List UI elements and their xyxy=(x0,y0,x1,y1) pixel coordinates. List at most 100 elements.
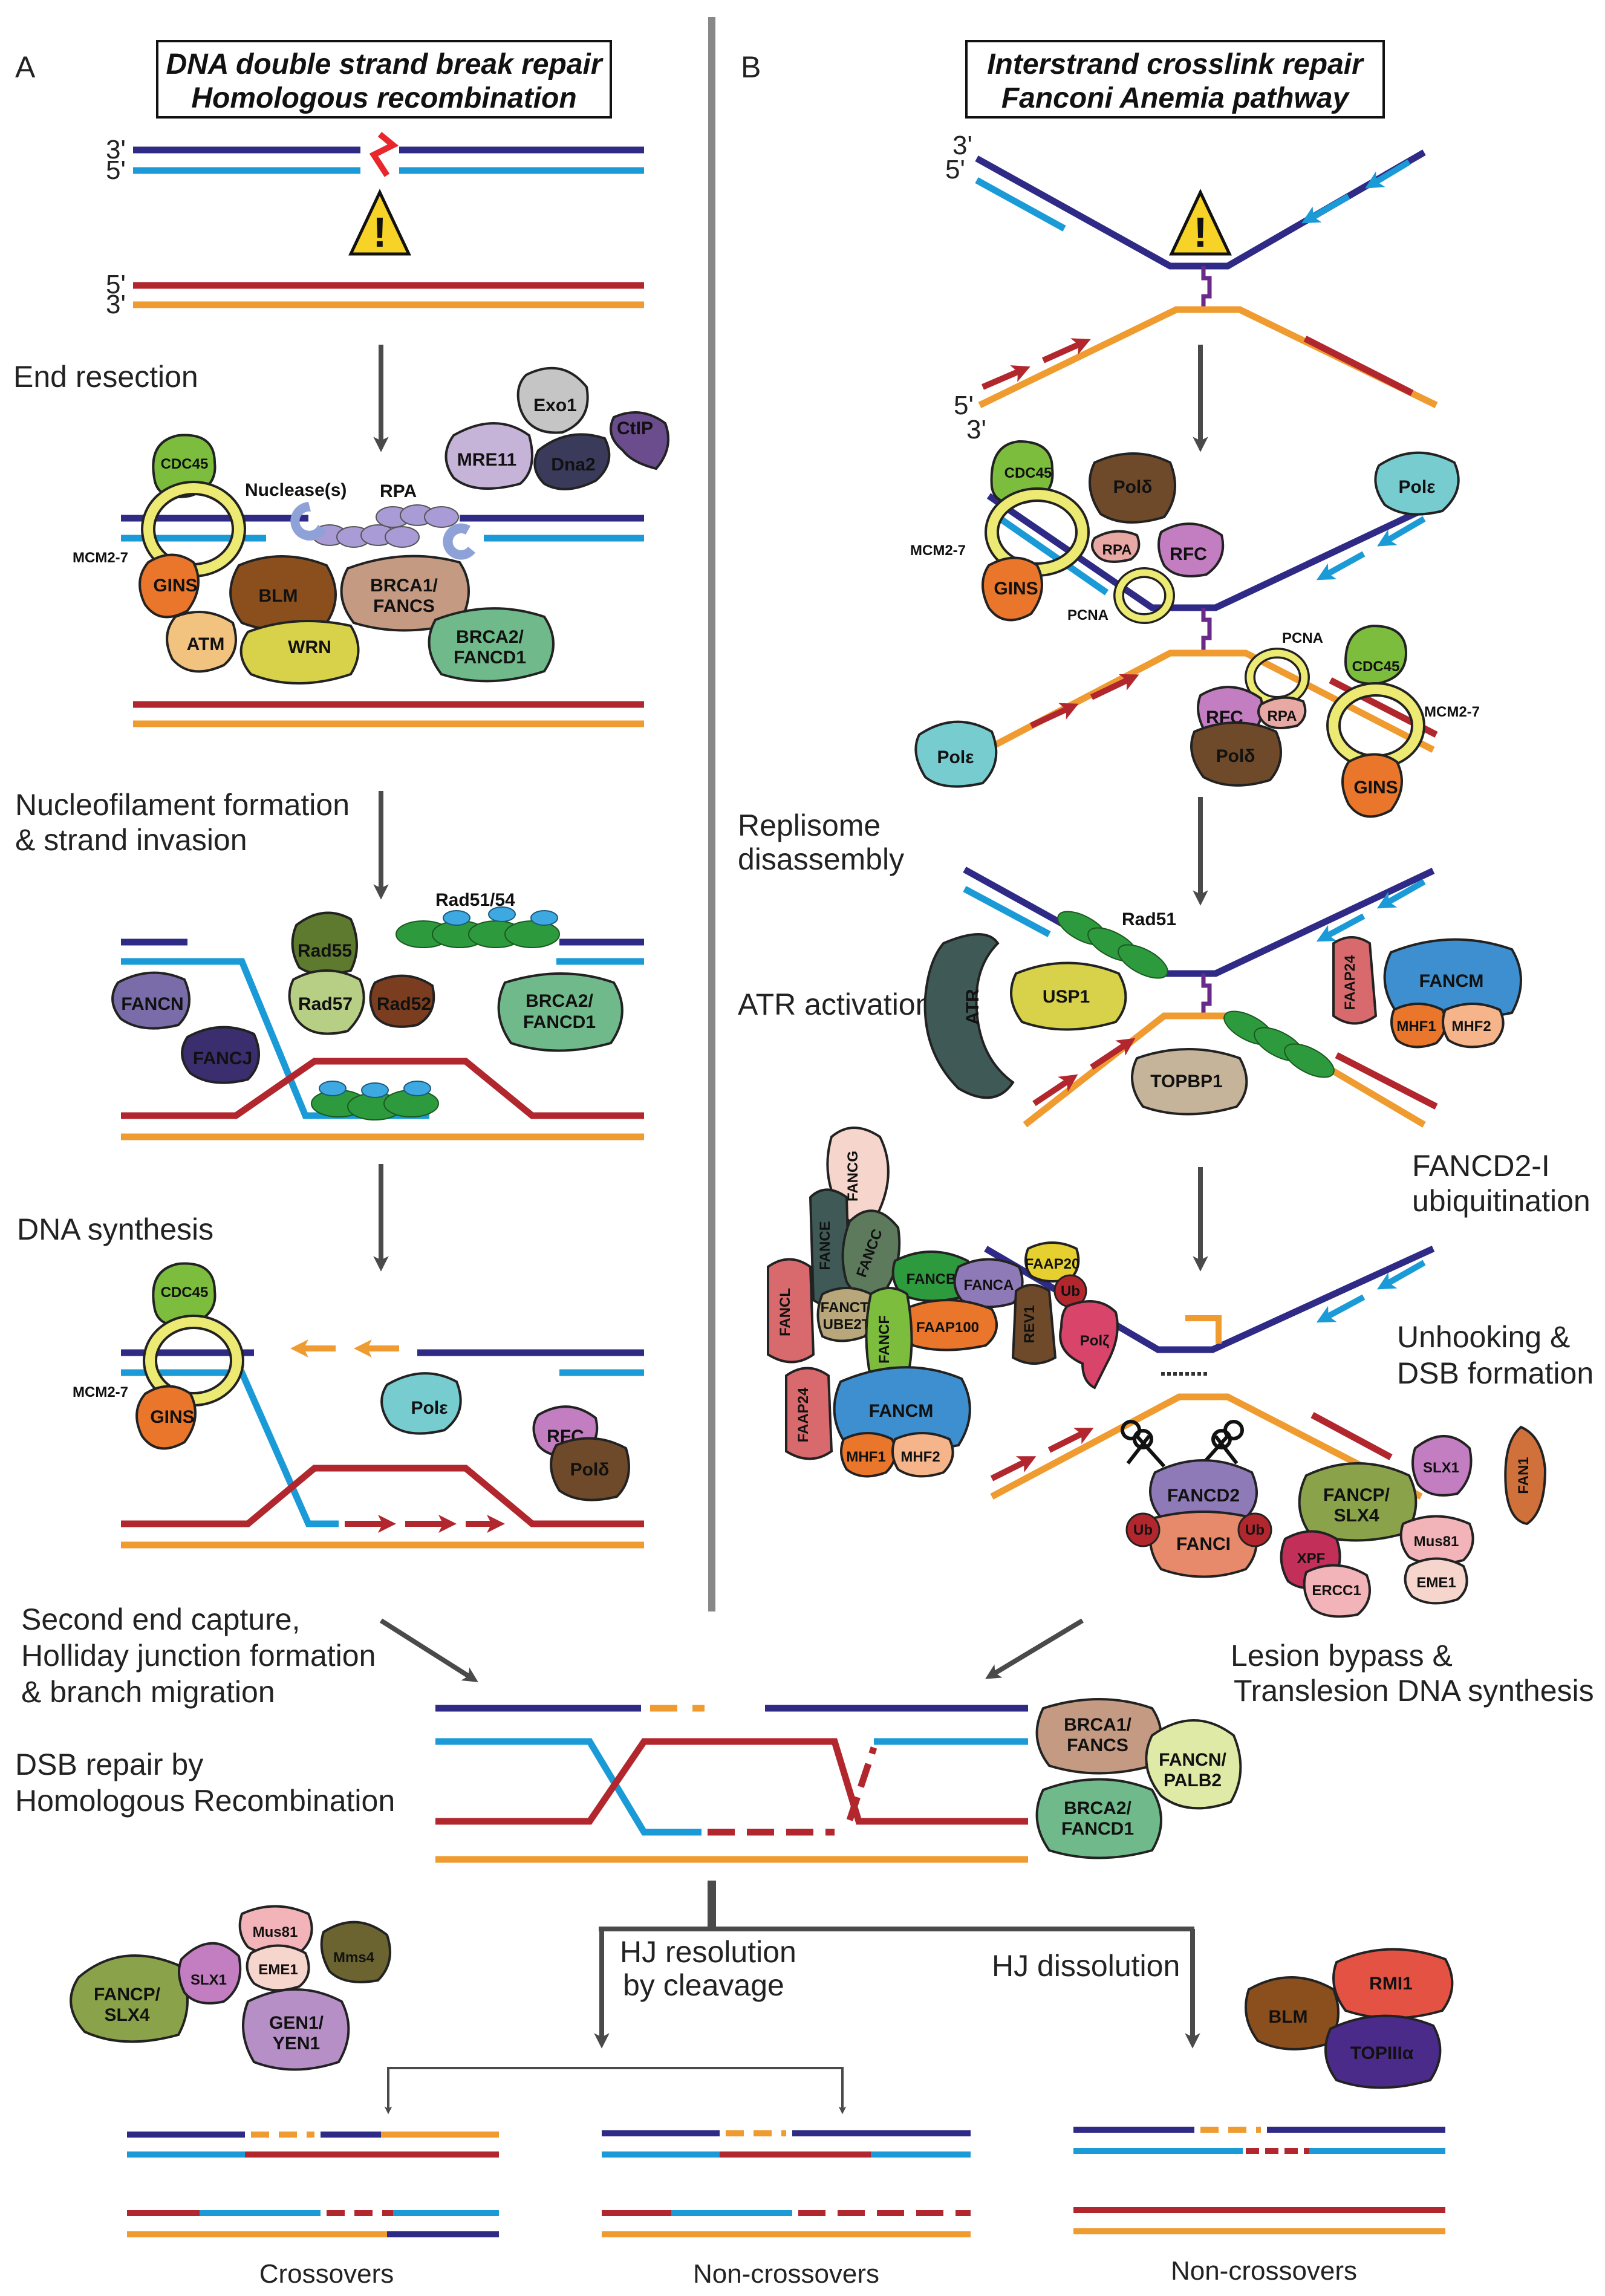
ctip-protein xyxy=(610,411,669,470)
cdc45-label: CDC45 xyxy=(161,456,209,472)
pol-delta-label-b1: Polδ xyxy=(1113,477,1153,497)
slx1-protein xyxy=(1411,1435,1473,1497)
fancj-protein-a xyxy=(181,1026,260,1084)
step-lesion-2: Translesion DNA synthesis xyxy=(1234,1674,1594,1708)
rad51-filament-a xyxy=(311,920,560,1120)
slx1-label-2: SLX1 xyxy=(190,1972,227,1988)
step-second-end-2: Holliday junction formation xyxy=(21,1639,376,1673)
panel-b-title-box xyxy=(965,40,1385,119)
arrow-b4 xyxy=(985,1618,1084,1679)
rad55-protein xyxy=(291,911,358,976)
fanca-protein xyxy=(953,1258,1024,1309)
wrn-protein xyxy=(239,620,360,685)
rpa-protein-b2 xyxy=(1257,696,1307,729)
step-lesion-1: Lesion bypass & xyxy=(1231,1639,1453,1673)
brca2-label-4: FANCD1 xyxy=(523,1012,596,1032)
topbp1-label: TOPBP1 xyxy=(1150,1072,1223,1091)
fancl-protein xyxy=(767,1258,815,1364)
fancf-label: FANCF xyxy=(876,1315,893,1364)
dsb-duplex: 3' 5' ! 5' 3' xyxy=(106,132,644,319)
brca1-label-2: FANCS xyxy=(373,596,435,616)
fancl-label: FANCL xyxy=(777,1288,793,1336)
eme1-label: EME1 xyxy=(1416,1575,1456,1591)
fancm-protein-b xyxy=(1383,938,1522,1020)
fancn-palb2-protein xyxy=(1145,1719,1242,1810)
brca2-fancd1-protein-3 xyxy=(1035,1778,1162,1859)
holliday-junction-dna xyxy=(435,1705,1028,1863)
rpa-beads xyxy=(312,504,459,548)
mcm-label-b2: MCM2-7 xyxy=(1424,704,1480,720)
brca2-fancd1-protein-2 xyxy=(497,972,623,1052)
pol-eps-protein-b1 xyxy=(1374,451,1460,516)
pcna-label-b2: PCNA xyxy=(1282,630,1323,646)
brca2-label-5: BRCA2/ xyxy=(1064,1798,1131,1818)
rad51-label: Rad51 xyxy=(1122,909,1176,929)
gins-protein-b2 xyxy=(1341,753,1403,818)
brca2-label-3: BRCA2/ xyxy=(526,991,593,1011)
brca2-label-1: BRCA2/ xyxy=(456,627,524,647)
mhf1-protein-b xyxy=(1390,1003,1447,1049)
step-fancd2-1: FANCD2-I xyxy=(1412,1149,1550,1183)
label-b-5prime: 5' xyxy=(945,155,965,184)
hj-cleavage-1: HJ resolution xyxy=(620,1935,796,1969)
atm-protein xyxy=(166,611,237,673)
step-second-end-1: Second end capture, xyxy=(21,1602,300,1636)
label-b-5prime-b: 5' xyxy=(954,391,974,420)
panel-a-letter: A xyxy=(15,50,36,84)
blm-label-2: BLM xyxy=(1269,2007,1308,2027)
wrn-label: WRN xyxy=(288,637,331,657)
slx1-label: SLX1 xyxy=(1423,1460,1459,1476)
mms4-protein xyxy=(320,1920,391,1983)
crossovers-label: Crossovers xyxy=(259,2259,394,2289)
warning-mark-b: ! xyxy=(1193,209,1207,256)
mus81-label: Mus81 xyxy=(1414,1533,1459,1550)
hj-cleavage-2: by cleavage xyxy=(623,1968,784,2002)
rmi1-protein xyxy=(1332,1948,1454,2020)
gen1-label-2: YEN1 xyxy=(273,2034,320,2054)
fancp-label-4: SLX4 xyxy=(104,2005,149,2025)
brca1-label-3: BRCA1/ xyxy=(1064,1715,1131,1735)
faap24-label: FAAP24 xyxy=(795,1387,812,1442)
fancg-label: FANCG xyxy=(845,1151,861,1202)
pol-delta-protein-a xyxy=(550,1437,630,1501)
warning-icon-b xyxy=(1169,189,1232,256)
fan1-protein xyxy=(1504,1425,1547,1526)
brca2-label-2: FANCD1 xyxy=(454,648,526,668)
brca1-label-1: BRCA1/ xyxy=(370,576,438,596)
slx1-protein-2 xyxy=(178,1942,242,2005)
gins-protein-2 xyxy=(135,1385,197,1450)
mcm-label-a: MCM2-7 xyxy=(73,550,128,566)
noncrossover-products-2 xyxy=(1073,2127,1445,2234)
mhf1-label: MHF1 xyxy=(846,1449,885,1465)
rpa-protein-b1 xyxy=(1091,530,1141,563)
rev1-label: REV1 xyxy=(1021,1306,1038,1344)
step-replisome-2: disassembly xyxy=(738,842,904,876)
label-b-3prime: 3' xyxy=(952,131,972,160)
topbp1-protein xyxy=(1131,1048,1248,1116)
mhf2-protein xyxy=(891,1432,954,1478)
fancm-label-b: FANCM xyxy=(1419,971,1484,991)
rad57-label: Rad57 xyxy=(298,994,353,1014)
rfc-protein-b1 xyxy=(1157,522,1225,577)
pol-eps-protein-b2 xyxy=(914,720,998,788)
step-unhooking-2: DSB formation xyxy=(1397,1356,1594,1390)
ub-mark-right xyxy=(1237,1512,1272,1547)
rad57-protein xyxy=(288,969,365,1035)
scissors-icon xyxy=(1121,1420,1244,1468)
arrow-a4 xyxy=(379,1618,478,1682)
fancn-protein-a xyxy=(111,971,190,1030)
mhf2-label: MHF2 xyxy=(900,1449,940,1465)
faap24-label-b: FAAP24 xyxy=(1342,955,1358,1010)
pcna-label-b1: PCNA xyxy=(1067,607,1109,623)
mre11-label: MRE11 xyxy=(457,450,516,470)
mcm-label-a2: MCM2-7 xyxy=(73,1384,128,1400)
gen1-label-1: GEN1/ xyxy=(269,2013,324,2033)
ctip-label: CtIP xyxy=(617,418,653,438)
panel-a-title-box xyxy=(156,40,612,119)
faap100-label: FAAP100 xyxy=(916,1319,979,1336)
cdc45-label-b2: CDC45 xyxy=(1352,659,1400,675)
fanct-label-1: FANCT/ xyxy=(821,1299,873,1316)
rmi1-label: RMI1 xyxy=(1369,1974,1413,1994)
usp1-protein xyxy=(1010,961,1127,1031)
